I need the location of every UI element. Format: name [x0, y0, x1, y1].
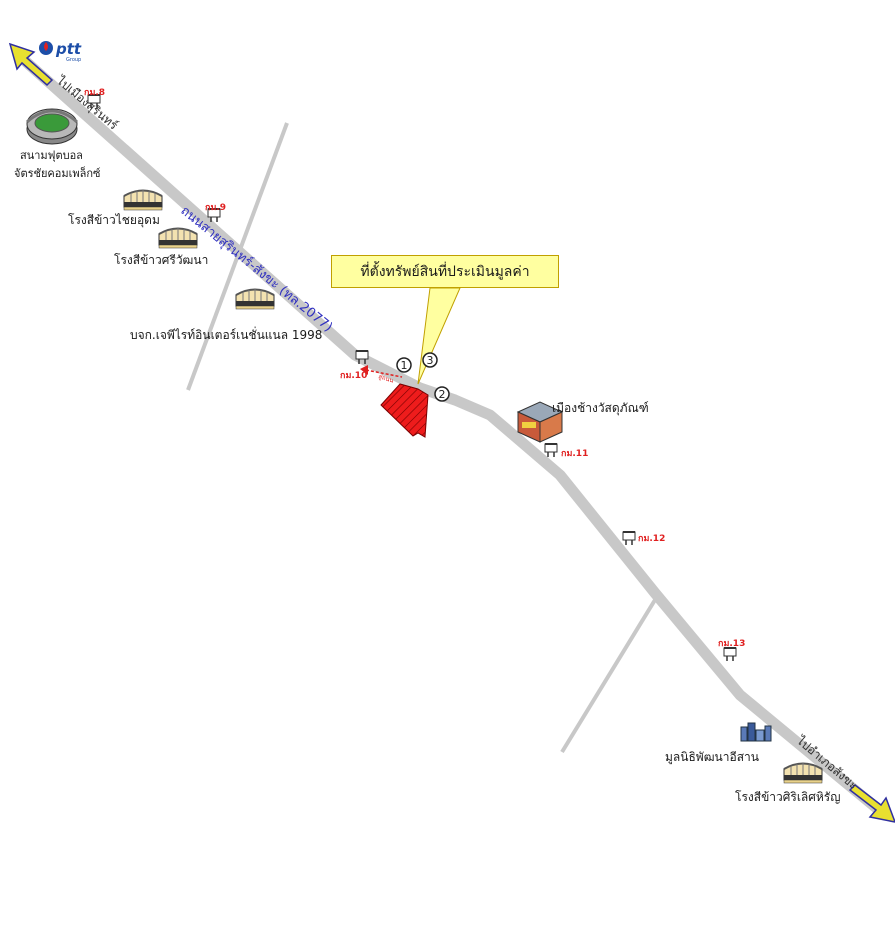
foundation-label: มูลนิธิพัฒนาอีสาน [665, 750, 759, 764]
svg-text:1: 1 [401, 359, 408, 372]
point-marker-1[interactable]: 1 [396, 357, 412, 373]
main-road [20, 55, 889, 820]
foundation-icon [740, 722, 772, 742]
svg-text:3: 3 [427, 354, 434, 367]
km-label-9: กม.9 [205, 203, 227, 213]
callout-text: ที่ตั้งทรัพย์สินที่ประเมินมูลค่า [360, 263, 530, 280]
access-label: สู่ถนน [377, 373, 394, 384]
km-post-icon [544, 443, 558, 458]
point-marker-2[interactable]: 2 [434, 386, 450, 402]
factory-icon [235, 288, 275, 310]
km-label-8: กม.8 [84, 88, 106, 98]
ptt-logo-icon: ptt Group [39, 40, 82, 63]
km-label-12: กม.12 [638, 534, 666, 544]
stadium-label-line1: สนามฟุตบอล [20, 149, 83, 162]
km-label-10: กม.10 [340, 371, 368, 381]
km-label-11: กม.11 [561, 449, 589, 459]
property-callout: ที่ตั้งทรัพย์สินที่ประเมินมูลค่า [331, 255, 559, 288]
rice-mill-icon [783, 762, 823, 784]
callout-pointer [417, 287, 461, 385]
rice-mill-icon [123, 189, 163, 211]
direction-arrow-icon [848, 784, 895, 823]
store-icon [516, 401, 564, 443]
access-arrow [365, 369, 403, 378]
ptt-logo-sub: Group [66, 57, 81, 63]
direction-arrow-icon [8, 42, 54, 87]
rice-mill-2-label: โรงสีข้าวศรีวัฒนา [114, 253, 209, 267]
svg-text:2: 2 [439, 388, 446, 401]
property-parcel[interactable] [380, 383, 429, 438]
rice-mill-icon [158, 227, 198, 249]
point-marker-3[interactable]: 3 [422, 352, 438, 368]
side-road-2 [560, 593, 660, 754]
stadium-icon [26, 108, 78, 145]
rice-mill-1-label: โรงสีข้าวไชยอุดม [68, 213, 160, 227]
stadium-label-line2: จัตรชัยคอมเพล็กซ์ [14, 167, 101, 180]
material-store-label: เมืองช้างวัสดุภัณฑ์ [552, 401, 649, 415]
km-post-icon [622, 531, 636, 546]
access-arrow-head [360, 365, 368, 375]
rice-mill-3-label: โรงสีข้าวศิริเลิศหิรัญ [735, 790, 841, 804]
ptt-logo-text: ptt [55, 40, 82, 58]
km-label-13: กม.13 [718, 639, 746, 649]
factory-label: บจก.เจพีไรท์อินเตอร์เนชั่นแนล 1998 [130, 328, 323, 342]
